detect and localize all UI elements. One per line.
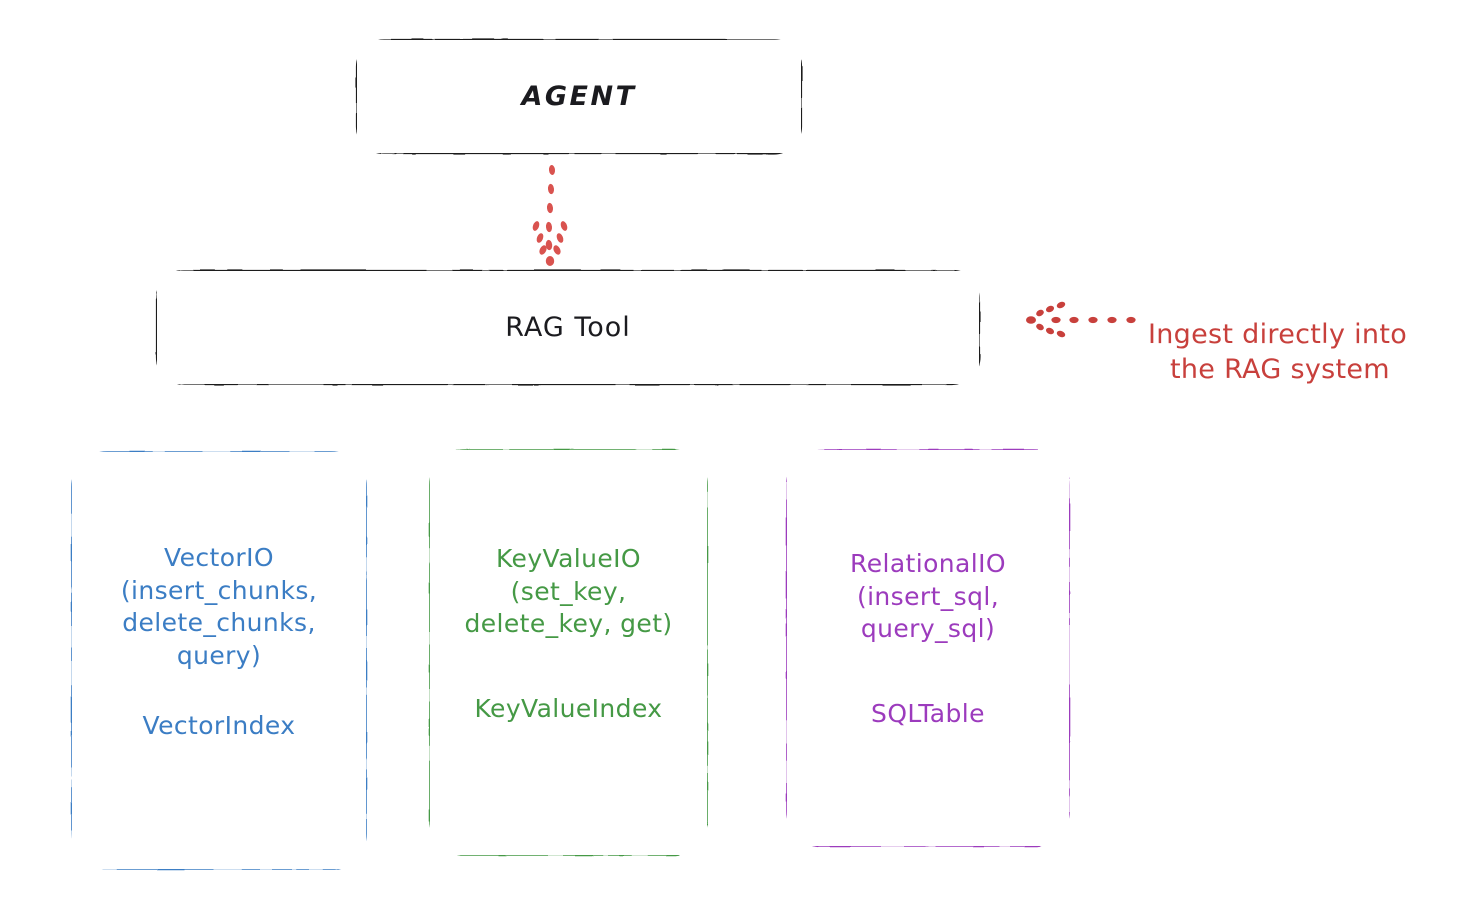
- relational-io-index: SQLTable: [871, 699, 985, 728]
- vector-io-title: VectorIO (insert_chunks, delete_chunks, …: [120, 543, 318, 670]
- rag-tool-label: RAG Tool: [505, 311, 631, 343]
- ingest-to-rag-arrow: [1026, 301, 1136, 338]
- agent-label: AGENT: [521, 80, 637, 112]
- node-key-value-io[interactable]: KeyValueIO (set_key, delete_key, get) Ke…: [430, 450, 707, 855]
- key-value-io-title: KeyValueIO (set_key, delete_key, get): [464, 544, 673, 638]
- ingest-annotation-line1: Ingest directly into: [1148, 318, 1408, 350]
- key-value-io-index: KeyValueIndex: [474, 694, 663, 723]
- agent-to-rag-arrow: [532, 165, 568, 266]
- ingest-annotation: Ingest directly into the RAG system: [1148, 281, 1468, 424]
- node-rag-tool[interactable]: RAG Tool: [157, 271, 979, 384]
- node-agent[interactable]: AGENT: [357, 40, 801, 153]
- node-vector-io[interactable]: VectorIO (insert_chunks, delete_chunks, …: [72, 452, 366, 869]
- vector-io-index: VectorIndex: [142, 711, 296, 740]
- relational-io-title: RelationalIO (insert_sql, query_sql): [850, 549, 1006, 643]
- ingest-annotation-line2: the RAG system: [1170, 354, 1390, 386]
- node-relational-io[interactable]: RelationalIO (insert_sql, query_sql) SQL…: [787, 450, 1069, 846]
